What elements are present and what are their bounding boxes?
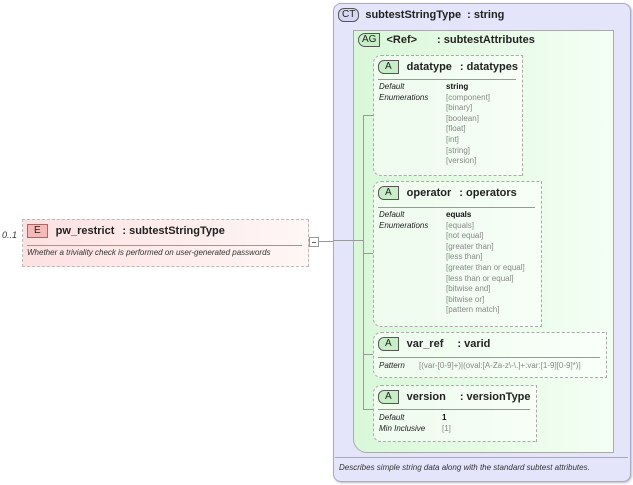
enum-value: [equals] <box>446 220 475 230</box>
enum-value: [not equal] <box>446 231 484 241</box>
complex-type-badge: CT <box>338 8 360 22</box>
enum-value: [boolean] <box>446 113 479 123</box>
attribute-name: var_ref <box>406 338 444 350</box>
row-label: Min Inclusive <box>379 423 426 433</box>
default-value: 1 <box>442 413 447 422</box>
enum-value: [binary] <box>446 103 473 113</box>
attribute-badge: A <box>378 390 399 404</box>
row-label: Default <box>379 210 405 219</box>
enum-value: [component] <box>446 92 491 102</box>
default-value: equals <box>446 210 472 219</box>
attribute-badge: A <box>378 186 399 200</box>
attribute-type: : versionType <box>459 391 531 403</box>
attribute-type: : datatypes <box>459 61 518 73</box>
attribute-group-badge: AG <box>358 33 381 47</box>
attribute-badge: A <box>378 337 399 351</box>
complex-type-description: Describes simple string data along with … <box>339 463 590 472</box>
complex-type-name: subtestStringType <box>365 9 462 21</box>
enum-value: [float] <box>446 124 466 134</box>
attribute-group-ref: <Ref> <box>386 34 418 46</box>
enum-value: [greater than] <box>446 241 494 251</box>
row-label: Pattern <box>379 361 405 370</box>
min-inclusive-value: [1] <box>442 423 451 433</box>
row-label: Default <box>379 82 405 91</box>
cardinality: 0..1 <box>2 230 18 240</box>
attribute-group-type: : subtestAttributes <box>437 34 535 46</box>
attribute-type: : operators <box>459 187 517 199</box>
enum-value: [less than or equal] <box>446 273 514 283</box>
row-label: Enumerations <box>379 220 429 230</box>
enum-value: [bitwise and] <box>446 284 491 294</box>
attribute-type: : varid <box>457 338 491 350</box>
collapse-toggle[interactable] <box>309 237 319 247</box>
enum-value: [int] <box>446 134 459 144</box>
attribute-name: operator <box>406 187 452 199</box>
element-pw-restrict[interactable]: E pw_restrict : subtestStringType Whethe… <box>22 219 309 267</box>
row-label: Enumerations <box>379 92 429 102</box>
enum-value: [pattern match] <box>446 305 500 315</box>
element-type: : subtestStringType <box>122 225 225 237</box>
element-name: pw_restrict <box>55 225 115 237</box>
complex-type-base: : string <box>467 9 505 21</box>
element-badge: E <box>27 224 48 238</box>
row-label: Default <box>379 413 405 422</box>
attribute-name: version <box>406 391 446 403</box>
element-description: Whether a triviality check is performed … <box>27 248 271 257</box>
attribute-badge: A <box>378 60 399 74</box>
default-value: string <box>446 82 469 91</box>
minus-icon <box>312 242 316 243</box>
enum-value: [bitwise or] <box>446 294 485 304</box>
attribute-name: datatype <box>406 61 452 73</box>
enum-value: [less than] <box>446 252 483 262</box>
enum-value: [greater than or equal] <box>446 262 525 272</box>
enum-value: [version] <box>446 156 477 166</box>
pattern-value: [(var-[0-9]+)|(oval:[A-Za-z\-\.]+:var:[1… <box>419 361 581 370</box>
enum-value: [string] <box>446 145 471 155</box>
